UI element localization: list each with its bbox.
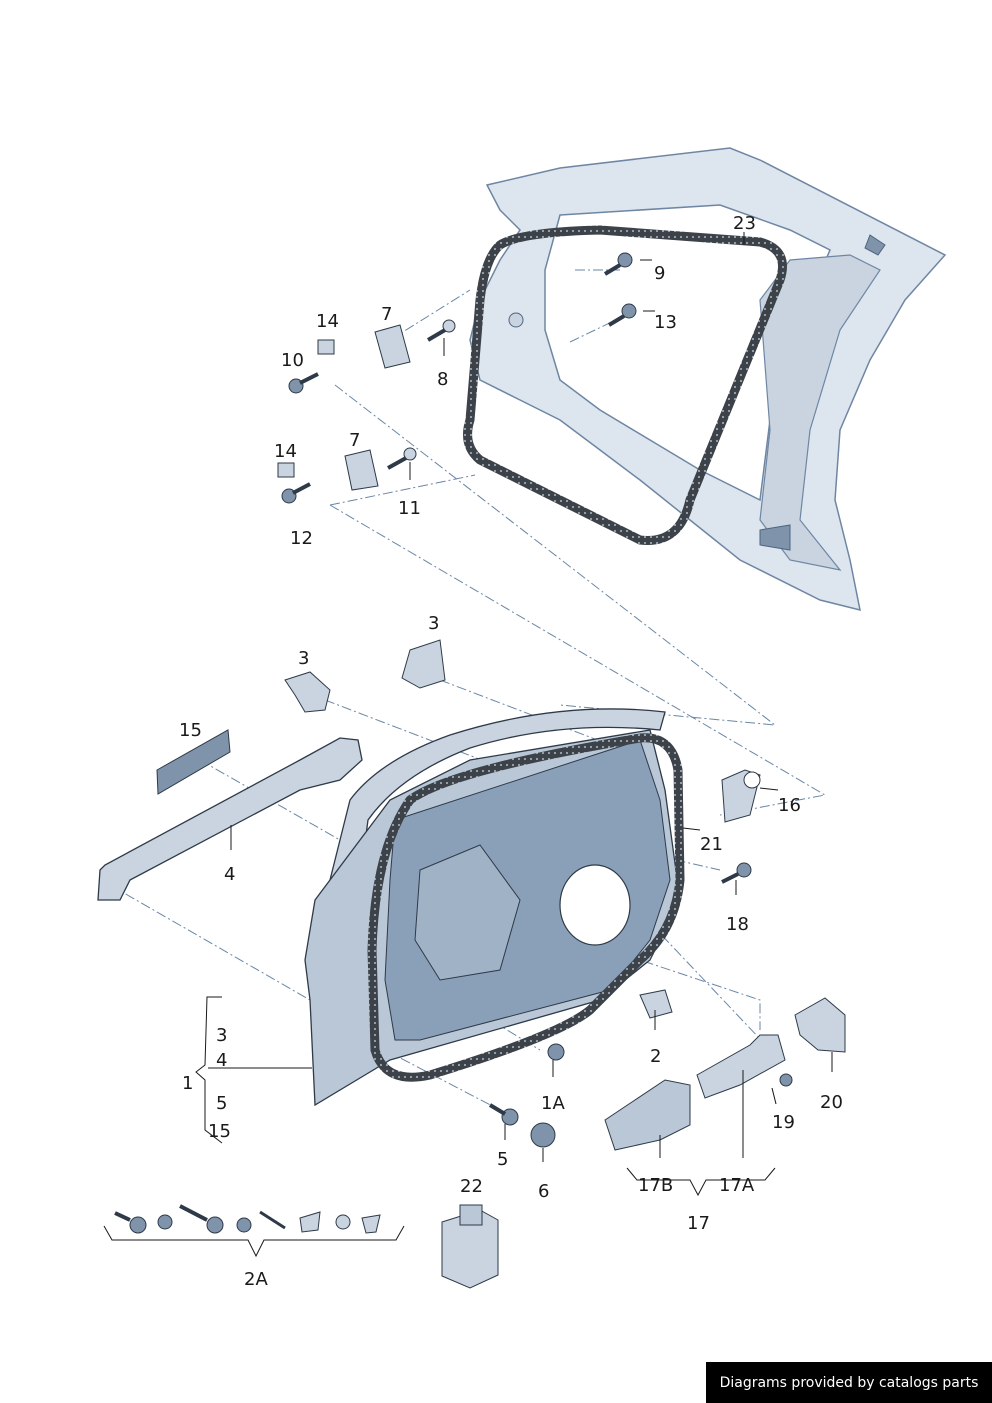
callout-19: 19 bbox=[772, 1112, 795, 1133]
door-seal bbox=[367, 733, 685, 1082]
callout-10: 10 bbox=[281, 350, 304, 371]
callout-4: 4 bbox=[224, 864, 236, 885]
callout-17A: 17A bbox=[719, 1175, 755, 1196]
callout-2A: 2A bbox=[244, 1269, 268, 1290]
callout-14-upper: 14 bbox=[316, 311, 339, 332]
callout-2: 2 bbox=[650, 1046, 662, 1067]
hinge-upper bbox=[288, 252, 637, 394]
fastener-set bbox=[114, 1204, 381, 1234]
callout-18: 18 bbox=[726, 914, 749, 935]
callout-9: 9 bbox=[654, 263, 666, 284]
body-side-panel bbox=[469, 147, 947, 612]
callout-22: 22 bbox=[460, 1176, 483, 1197]
callout-15: 15 bbox=[179, 720, 202, 741]
callout-6: 6 bbox=[538, 1181, 550, 1202]
callout-8: 8 bbox=[437, 369, 449, 390]
attribution-footer: Diagrams provided by catalogs parts bbox=[706, 1362, 992, 1403]
callout-1A: 1A bbox=[541, 1093, 565, 1114]
sealant-container bbox=[441, 1204, 499, 1289]
callout-12: 12 bbox=[290, 528, 313, 549]
hinge-brackets bbox=[284, 639, 446, 713]
callout-7-lower: 7 bbox=[349, 430, 361, 451]
callout-17: 17 bbox=[687, 1213, 710, 1234]
group-callout-1: 1 bbox=[182, 1073, 194, 1094]
group-callout-3: 3 bbox=[216, 1025, 228, 1046]
callout-7-upper: 7 bbox=[381, 304, 393, 325]
hinge-lower bbox=[277, 447, 417, 504]
callout-23: 23 bbox=[733, 213, 756, 234]
reinforcement-beam bbox=[97, 737, 363, 901]
adhesive-pad bbox=[156, 729, 231, 795]
callout-13: 13 bbox=[654, 312, 677, 333]
group-callout-5: 5 bbox=[216, 1093, 228, 1114]
callout-14-lower: 14 bbox=[274, 441, 297, 462]
group-callout-15: 15 bbox=[208, 1121, 231, 1142]
callout-16: 16 bbox=[778, 795, 801, 816]
grouping-brackets bbox=[103, 232, 833, 1258]
door-opening-seal bbox=[463, 225, 787, 545]
callout-3-left: 3 bbox=[298, 648, 310, 669]
callout-17B: 17B bbox=[638, 1175, 674, 1196]
callout-3-right: 3 bbox=[428, 613, 440, 634]
group-callout-4: 4 bbox=[216, 1050, 228, 1071]
small-parts-right bbox=[488, 769, 846, 1151]
callout-11: 11 bbox=[398, 498, 421, 519]
callout-21: 21 bbox=[700, 834, 723, 855]
callout-20: 20 bbox=[820, 1092, 843, 1113]
callout-5: 5 bbox=[497, 1149, 509, 1170]
